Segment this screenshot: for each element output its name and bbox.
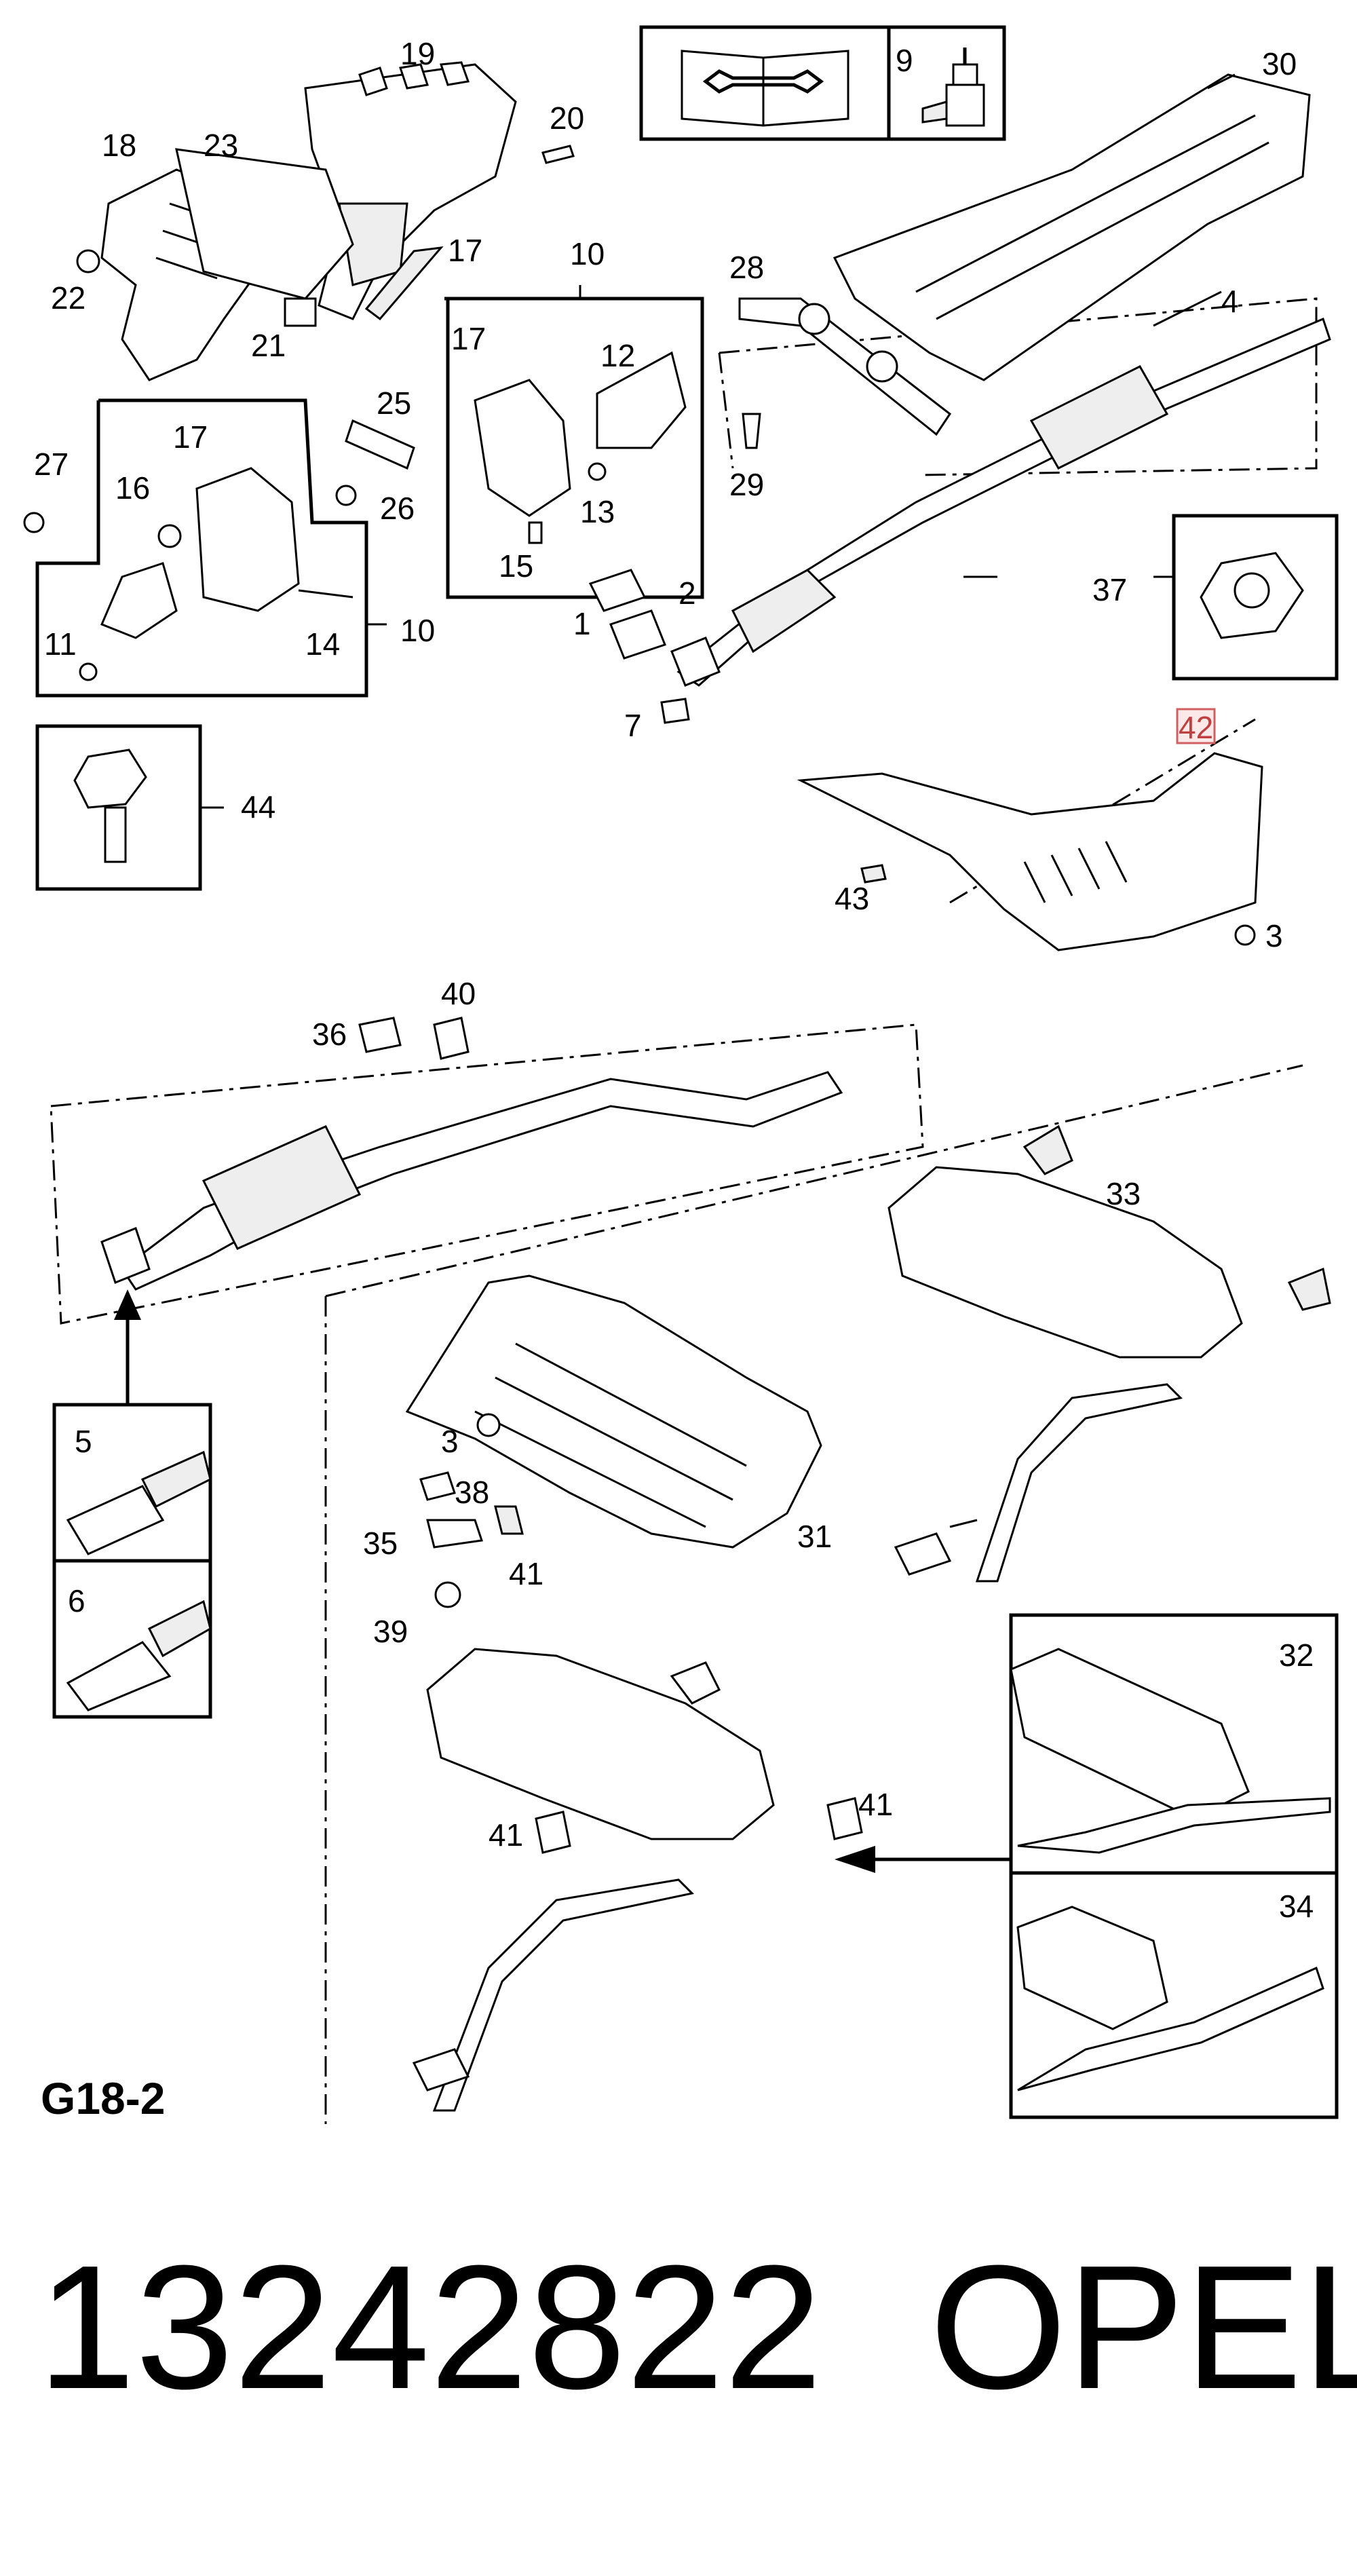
callout-35: 35: [363, 1526, 398, 1561]
callout-41-b: 41: [858, 1787, 893, 1822]
callout-2: 2: [678, 575, 696, 611]
detail-arrow: [114, 1289, 141, 1405]
callout-3-b: 3: [441, 1424, 459, 1459]
heat-shield-31: [405, 1274, 822, 1608]
sealant-bottle-icon: [921, 48, 985, 127]
clamp-detail-boxes: [52, 1403, 212, 1719]
callout-30: 30: [1262, 46, 1297, 81]
catalyst-kit-box-10: [35, 398, 368, 698]
callout-14: 14: [305, 626, 340, 662]
callout-12: 12: [600, 338, 635, 373]
callout-31: 31: [797, 1519, 832, 1554]
exhaust-manifold: [304, 61, 575, 321]
callout-32: 32: [1279, 1637, 1314, 1673]
callout-42: 42: [1179, 710, 1213, 745]
nut-box-37: [1172, 514, 1339, 681]
callout-41-c: 41: [489, 1817, 523, 1853]
leader-lines: [366, 73, 1236, 1528]
catalyst-kit-box-9: [444, 285, 704, 599]
assembly-outlines: [50, 297, 1318, 2124]
callout-1: 1: [573, 606, 591, 641]
callout-21: 20: [550, 100, 584, 136]
callout-18: 17: [448, 233, 482, 268]
callout-25: 25: [377, 385, 411, 421]
callout-13: 13: [580, 494, 615, 529]
front-pipe-assembly: [670, 317, 1331, 687]
callout-34: 34: [1279, 1889, 1314, 1924]
callout-8: 9: [896, 43, 913, 78]
service-manual-icon: [681, 50, 849, 127]
callout-17-a: 17: [451, 321, 486, 356]
callout-44: 44: [241, 789, 275, 825]
callout-29: 29: [729, 467, 764, 502]
callout-7: 7: [624, 708, 642, 743]
callout-labels: 19 20 18 23 17 10 9 30 22 21 17 12 28 4 …: [34, 36, 1314, 2123]
callout-9: 10: [570, 236, 605, 271]
bolt-box-44: [35, 724, 224, 891]
callout-22: 21: [251, 328, 286, 363]
callout-5: 5: [75, 1424, 92, 1459]
callout-27: 27: [34, 447, 69, 482]
callout-6: 6: [68, 1583, 85, 1618]
callout-36: 36: [312, 1017, 347, 1052]
middle-pipe-assembly: [100, 1017, 843, 1291]
callout-16: 16: [115, 470, 150, 506]
callout-10: 10: [400, 613, 435, 648]
callout-40: 40: [441, 976, 476, 1011]
heat-shield-upper: [76, 148, 354, 381]
small-hardware: [23, 413, 761, 724]
callout-3-a: 3: [1265, 918, 1283, 953]
callout-43: 43: [835, 881, 869, 916]
brand-name: OPEL: [930, 2229, 1357, 2426]
highlight-box-42: [1176, 708, 1216, 744]
variant-boxes: [1009, 1613, 1339, 2119]
callout-15: 15: [499, 548, 533, 584]
callout-4: 4: [1221, 284, 1239, 319]
callout-11: 11: [44, 626, 77, 662]
callout-38: 38: [455, 1475, 489, 1510]
callout-41-a: 41: [509, 1556, 543, 1591]
callout-28: 28: [729, 250, 764, 285]
rear-muffler-33: [887, 1124, 1331, 1583]
diagram-code: G18-2: [41, 2073, 165, 2123]
heat-shield-42: [797, 752, 1263, 951]
heat-shield-30: [738, 73, 1311, 436]
part-number: 13242822: [37, 2229, 822, 2426]
callout-20: 19: [400, 36, 435, 71]
callout-33: 33: [1106, 1176, 1141, 1211]
callout-23: 22: [51, 280, 85, 316]
variant-arrow: [835, 1846, 1011, 1873]
callout-19: 18: [102, 128, 136, 163]
callout-17-b: 17: [173, 419, 208, 455]
tools-box: [639, 25, 1006, 141]
callout-39: 39: [373, 1614, 408, 1649]
callout-37: 37: [1092, 572, 1127, 607]
rear-muffler-lower: [412, 1648, 863, 2112]
callout-26: 26: [380, 491, 415, 526]
callout-24: 23: [204, 128, 238, 163]
